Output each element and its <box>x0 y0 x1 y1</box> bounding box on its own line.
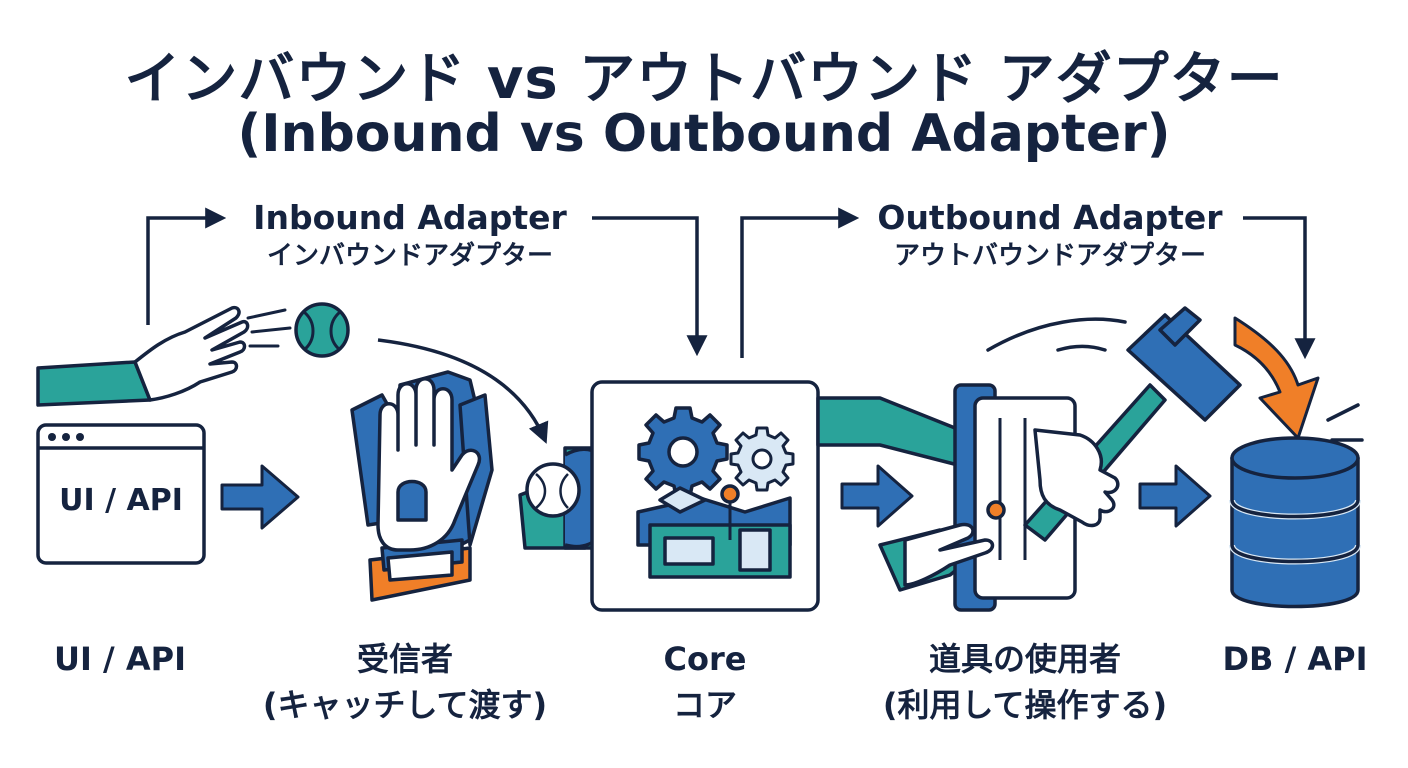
node-label-tool-user: 道具の使用者 (利用して操作する) <box>855 636 1195 728</box>
glove-icon <box>350 370 494 602</box>
title-line-1: インバウンド vs アウトバウンド アダプター <box>124 47 1284 112</box>
node-label-core-line1: Core <box>663 640 747 678</box>
node-label-db-api: DB / API <box>1195 636 1395 682</box>
inbound-flow-arrows <box>146 207 708 357</box>
node-label-db-api-line1: DB / API <box>1222 640 1368 678</box>
node-label-core-line2: コア <box>672 686 737 724</box>
outbound-adapter-label: Outbound Adapter アウトバウンドアダプター <box>855 198 1245 274</box>
ui-api-box-text: UI / API <box>59 483 183 518</box>
node-label-tool-user-line2: (利用して操作する) <box>882 686 1168 724</box>
node-label-core: Core コア <box>615 636 795 728</box>
outbound-label-en: Outbound Adapter <box>877 198 1223 237</box>
gear-icon <box>637 406 729 498</box>
ui-api-window: UI / API <box>36 423 206 565</box>
small-gear-icon <box>729 426 795 492</box>
node-label-tool-user-line1: 道具の使用者 <box>928 640 1121 678</box>
gripping-hand-icon <box>1033 428 1120 528</box>
node-label-ui-api-line1: UI / API <box>54 640 186 678</box>
baseball-icon <box>294 302 350 358</box>
flow-arrow-2 <box>840 464 914 528</box>
node-label-receiver-line2: (キャッチして渡す) <box>262 686 548 724</box>
outbound-flow-arrows <box>740 207 1316 360</box>
inbound-label-en: Inbound Adapter <box>253 198 567 237</box>
flow-arrow-3 <box>1138 464 1212 528</box>
title-line-2: (Inbound vs Outbound Adapter) <box>237 104 1171 164</box>
outbound-label-ja: アウトバウンドアダプター <box>893 241 1206 271</box>
node-label-receiver: 受信者 (キャッチして渡す) <box>235 636 575 728</box>
pitching-hand-icon <box>36 305 292 407</box>
throw-arrow <box>377 338 549 444</box>
caught-baseball-icon <box>525 462 581 518</box>
inbound-label-ja: インバウンドアダプター <box>266 241 553 271</box>
holding-hand-icon <box>903 522 995 587</box>
core-box <box>590 380 820 612</box>
node-label-ui-api: UI / API <box>20 636 220 682</box>
machine-icon <box>636 484 792 579</box>
database-icon <box>1229 436 1361 609</box>
swing-motion-lines <box>986 317 1364 442</box>
inbound-adapter-label: Inbound Adapter インバウンドアダプター <box>225 198 595 274</box>
flow-arrow-1 <box>220 464 300 530</box>
node-label-receiver-line1: 受信者 <box>356 640 453 678</box>
